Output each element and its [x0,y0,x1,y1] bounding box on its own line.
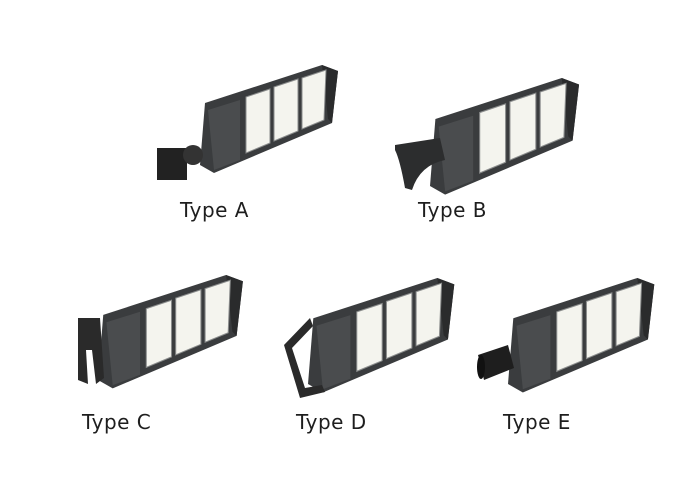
fixture-type-a [157,64,339,180]
fixture-type-b [395,77,580,196]
type-d-label: Type D [296,410,367,434]
type-c-label: Type C [82,410,152,434]
type-b-label: Type B [418,198,488,222]
fixture-type-e [477,277,655,394]
type-e-label: Type E [503,410,571,434]
type-a-label: Type A [180,198,249,222]
fixture-type-c [78,274,244,389]
fixture-type-d [284,277,455,398]
